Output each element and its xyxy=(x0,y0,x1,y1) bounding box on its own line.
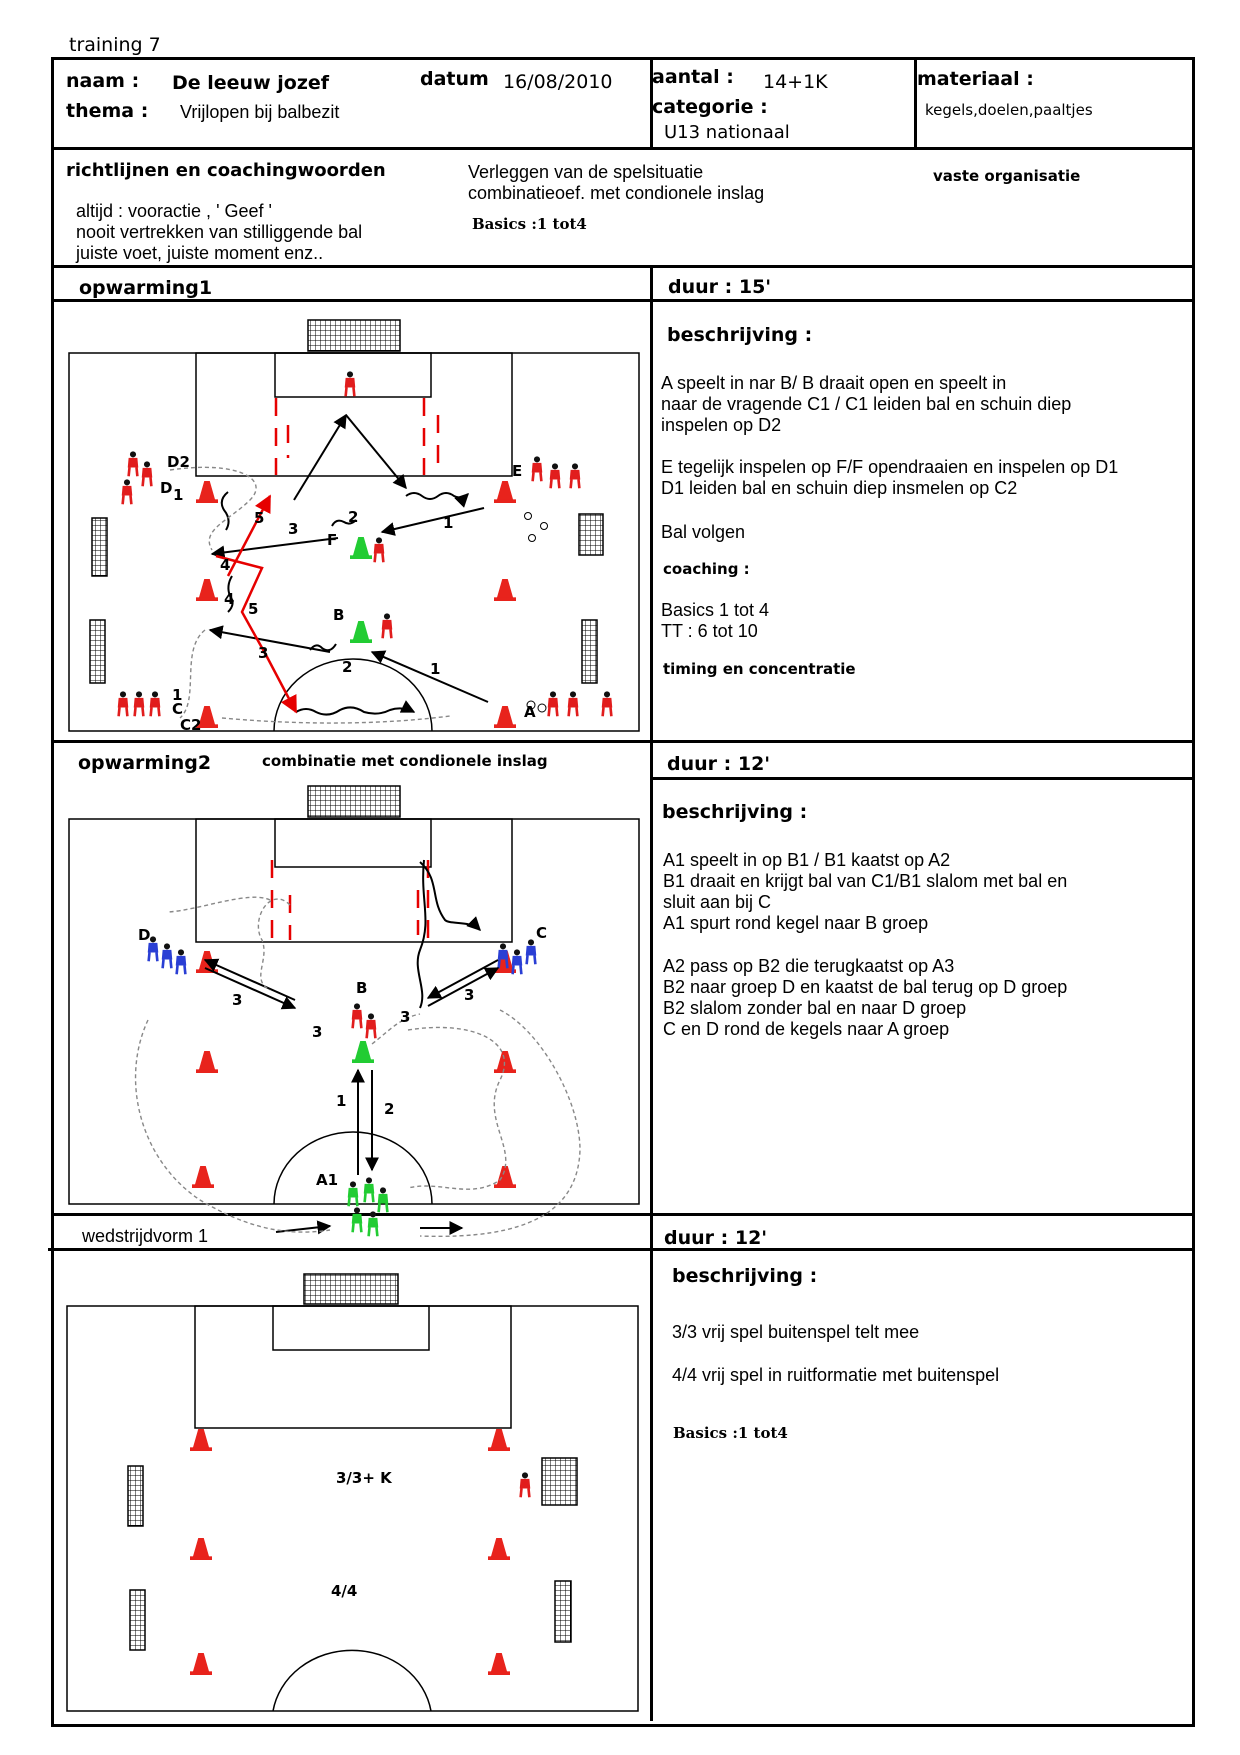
svg-text:1: 1 xyxy=(172,686,182,704)
label-a: A xyxy=(524,703,536,721)
section1-duur: duur : 15' xyxy=(668,276,772,298)
section1-beschrijving: beschrijving : xyxy=(667,324,813,346)
label-c-2: C xyxy=(536,924,547,942)
label-d1: D xyxy=(160,479,172,497)
label-33k: 3/3+ K xyxy=(336,1469,393,1487)
svg-text:3: 3 xyxy=(400,1008,410,1026)
section3-title: wedstrijdvorm 1 xyxy=(82,1226,209,1246)
label-a1: A1 xyxy=(316,1171,338,1189)
svg-text:2: 2 xyxy=(342,658,352,676)
svg-text:3: 3 xyxy=(232,991,242,1009)
categorie-value: U13 nationaal xyxy=(664,122,790,143)
section3-desc2: 4/4 vrij spel in ruitformatie met buiten… xyxy=(672,1365,1000,1385)
guidelines-middle: Verleggen van de spelsituatie combinatie… xyxy=(468,162,765,203)
label-44: 4/4 xyxy=(331,1582,357,1600)
thema-value: Vrijlopen bij balbezit xyxy=(180,102,340,122)
section1-coaching: coaching : xyxy=(663,560,750,578)
materiaal-label: materiaal : xyxy=(917,68,1034,90)
label-f: F xyxy=(327,531,337,549)
label-c: C xyxy=(172,700,183,718)
section3-beschrijving: beschrijving : xyxy=(672,1265,818,1287)
svg-text:2: 2 xyxy=(384,1100,394,1118)
section2-subtitle: combinatie met condionele inslag xyxy=(262,752,548,770)
section2-beschrijving: beschrijving : xyxy=(662,801,808,823)
materiaal-value: kegels,doelen,paaltjes xyxy=(925,101,1093,119)
section3-duur: duur : 12' xyxy=(664,1227,768,1249)
section1-title: opwarming1 xyxy=(79,277,213,299)
label-b-2: B xyxy=(356,979,367,997)
svg-text:4: 4 xyxy=(220,556,230,574)
svg-text:5: 5 xyxy=(248,600,258,618)
sheet-frame xyxy=(51,57,1195,1727)
label-d-2: D xyxy=(138,926,150,944)
svg-text:4: 4 xyxy=(224,590,234,608)
section3-basics: Basics :1 tot4 xyxy=(673,1424,788,1442)
label-c2: C2 xyxy=(180,716,201,734)
section1-desc1: A speelt in nar B/ B draait open en spee… xyxy=(661,373,1072,435)
section3-desc1: 3/3 vrij spel buitenspel telt mee xyxy=(672,1322,920,1342)
svg-text:3: 3 xyxy=(312,1023,322,1041)
svg-text:3: 3 xyxy=(288,520,298,538)
aantal-label: aantal : xyxy=(652,66,734,88)
section2-duur: duur : 12' xyxy=(667,753,771,775)
label-e: E xyxy=(512,462,522,480)
guidelines-title: richtlijnen en coachingwoorden xyxy=(66,160,386,181)
label-b: B xyxy=(333,606,344,624)
categorie-label: categorie : xyxy=(652,96,768,118)
guidelines-basics: Basics :1 tot4 xyxy=(472,215,587,233)
svg-text:1: 1 xyxy=(443,514,453,532)
datum-value: 16/08/2010 xyxy=(503,71,613,93)
naam-label: naam : xyxy=(66,70,140,92)
aantal-value: 14+1K xyxy=(763,71,828,93)
thema-label: thema : xyxy=(66,100,149,122)
guidelines-lines: altijd : vooractie , ' Geef ' nooit vert… xyxy=(76,201,363,263)
section1-timing: timing en concentratie xyxy=(663,660,856,678)
svg-text:3: 3 xyxy=(258,644,268,662)
section1-desc2: E tegelijk inspelen op F/F opendraaien e… xyxy=(661,457,1119,498)
label-d2: D2 xyxy=(167,453,190,471)
naam-value: De leeuw jozef xyxy=(172,72,330,94)
page-label: training 7 xyxy=(69,34,161,56)
vaste-organisatie: vaste organisatie xyxy=(933,167,1081,185)
svg-text:1: 1 xyxy=(336,1092,346,1110)
datum-label: datum xyxy=(420,68,489,90)
svg-text:1: 1 xyxy=(430,660,440,678)
section2-title: opwarming2 xyxy=(78,752,212,774)
svg-text:5: 5 xyxy=(254,509,264,527)
svg-text:2: 2 xyxy=(348,508,358,526)
diagram-opwarming1 xyxy=(68,319,640,732)
svg-text:3: 3 xyxy=(464,986,474,1004)
section1-desc3: Bal volgen xyxy=(661,522,746,542)
diagram-wedstrijdvorm xyxy=(66,1273,639,1712)
svg-text:1: 1 xyxy=(173,486,183,504)
diagram-opwarming2 xyxy=(68,785,640,1205)
